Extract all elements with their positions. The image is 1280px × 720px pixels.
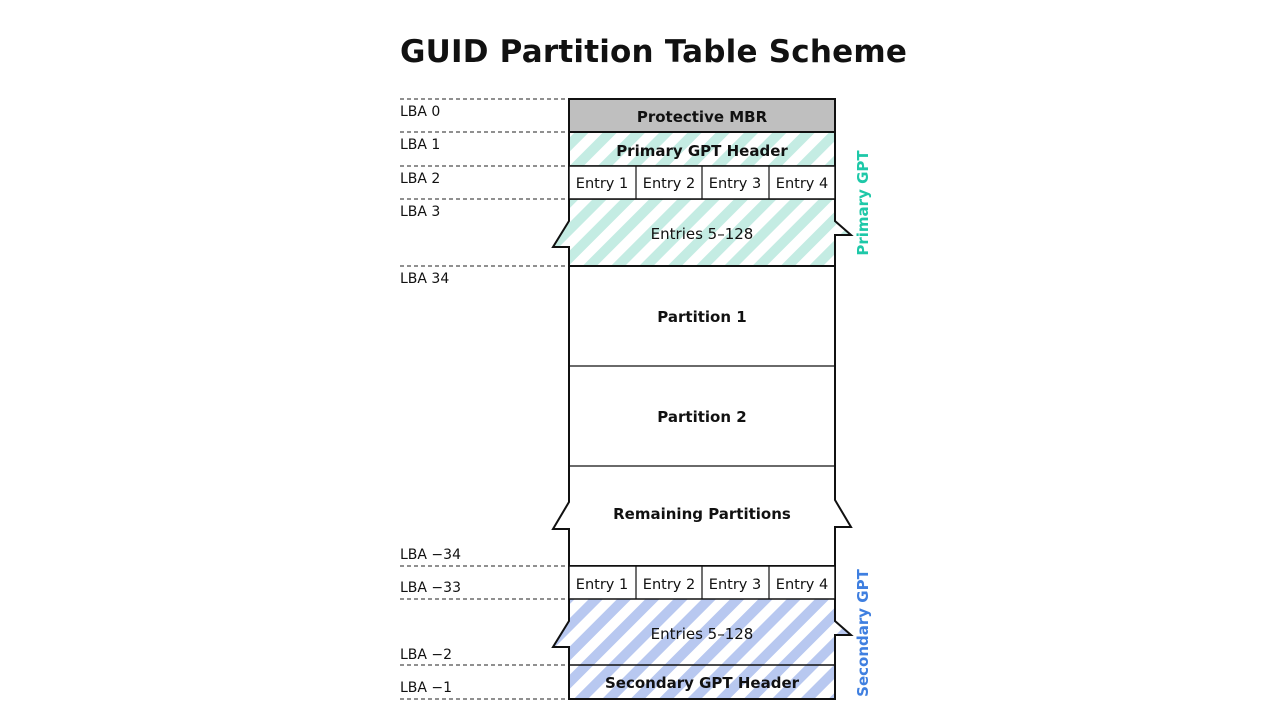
protective-mbr-block xyxy=(568,98,836,133)
partition-2-label: Partition 2 xyxy=(657,408,746,426)
lba-guides xyxy=(400,98,569,700)
primary-entry-3: Entry 3 xyxy=(709,176,761,192)
remaining-partitions-label: Remaining Partitions xyxy=(613,505,791,523)
lba-label-3: LBA 3 xyxy=(400,204,440,220)
primary-entries-rest-label: Entries 5–128 xyxy=(651,225,754,243)
secondary-entries-rest-label: Entries 5–128 xyxy=(651,625,754,643)
lba-label-0: LBA 0 xyxy=(400,104,440,120)
protective-mbr-label: Protective MBR xyxy=(637,108,768,126)
lba-label-neg33: LBA −33 xyxy=(400,580,461,596)
primary-gpt-header-label: Primary GPT Header xyxy=(616,142,788,160)
secondary-gpt-side-label: Secondary GPT xyxy=(854,568,872,696)
lba-label-1: LBA 1 xyxy=(400,137,440,153)
secondary-entry-3: Entry 3 xyxy=(709,577,761,593)
lba-label-neg2: LBA −2 xyxy=(400,647,452,663)
primary-entry-4: Entry 4 xyxy=(776,176,828,192)
diagram-title: GUID Partition Table Scheme xyxy=(400,34,908,70)
partition-1-label: Partition 1 xyxy=(657,308,746,326)
lba-label-neg34: LBA −34 xyxy=(400,547,461,563)
primary-entry-2: Entry 2 xyxy=(643,176,695,192)
secondary-entry-4: Entry 4 xyxy=(776,577,828,593)
secondary-entry-2: Entry 2 xyxy=(643,577,695,593)
lba-label-neg1: LBA −1 xyxy=(400,680,452,696)
primary-gpt-side-label: Primary GPT xyxy=(854,150,872,256)
primary-entry-1: Entry 1 xyxy=(576,176,628,192)
lba-label-34: LBA 34 xyxy=(400,271,449,287)
lba-label-2: LBA 2 xyxy=(400,171,440,187)
secondary-entry-1: Entry 1 xyxy=(576,577,628,593)
secondary-gpt-header-label: Secondary GPT Header xyxy=(605,674,800,692)
